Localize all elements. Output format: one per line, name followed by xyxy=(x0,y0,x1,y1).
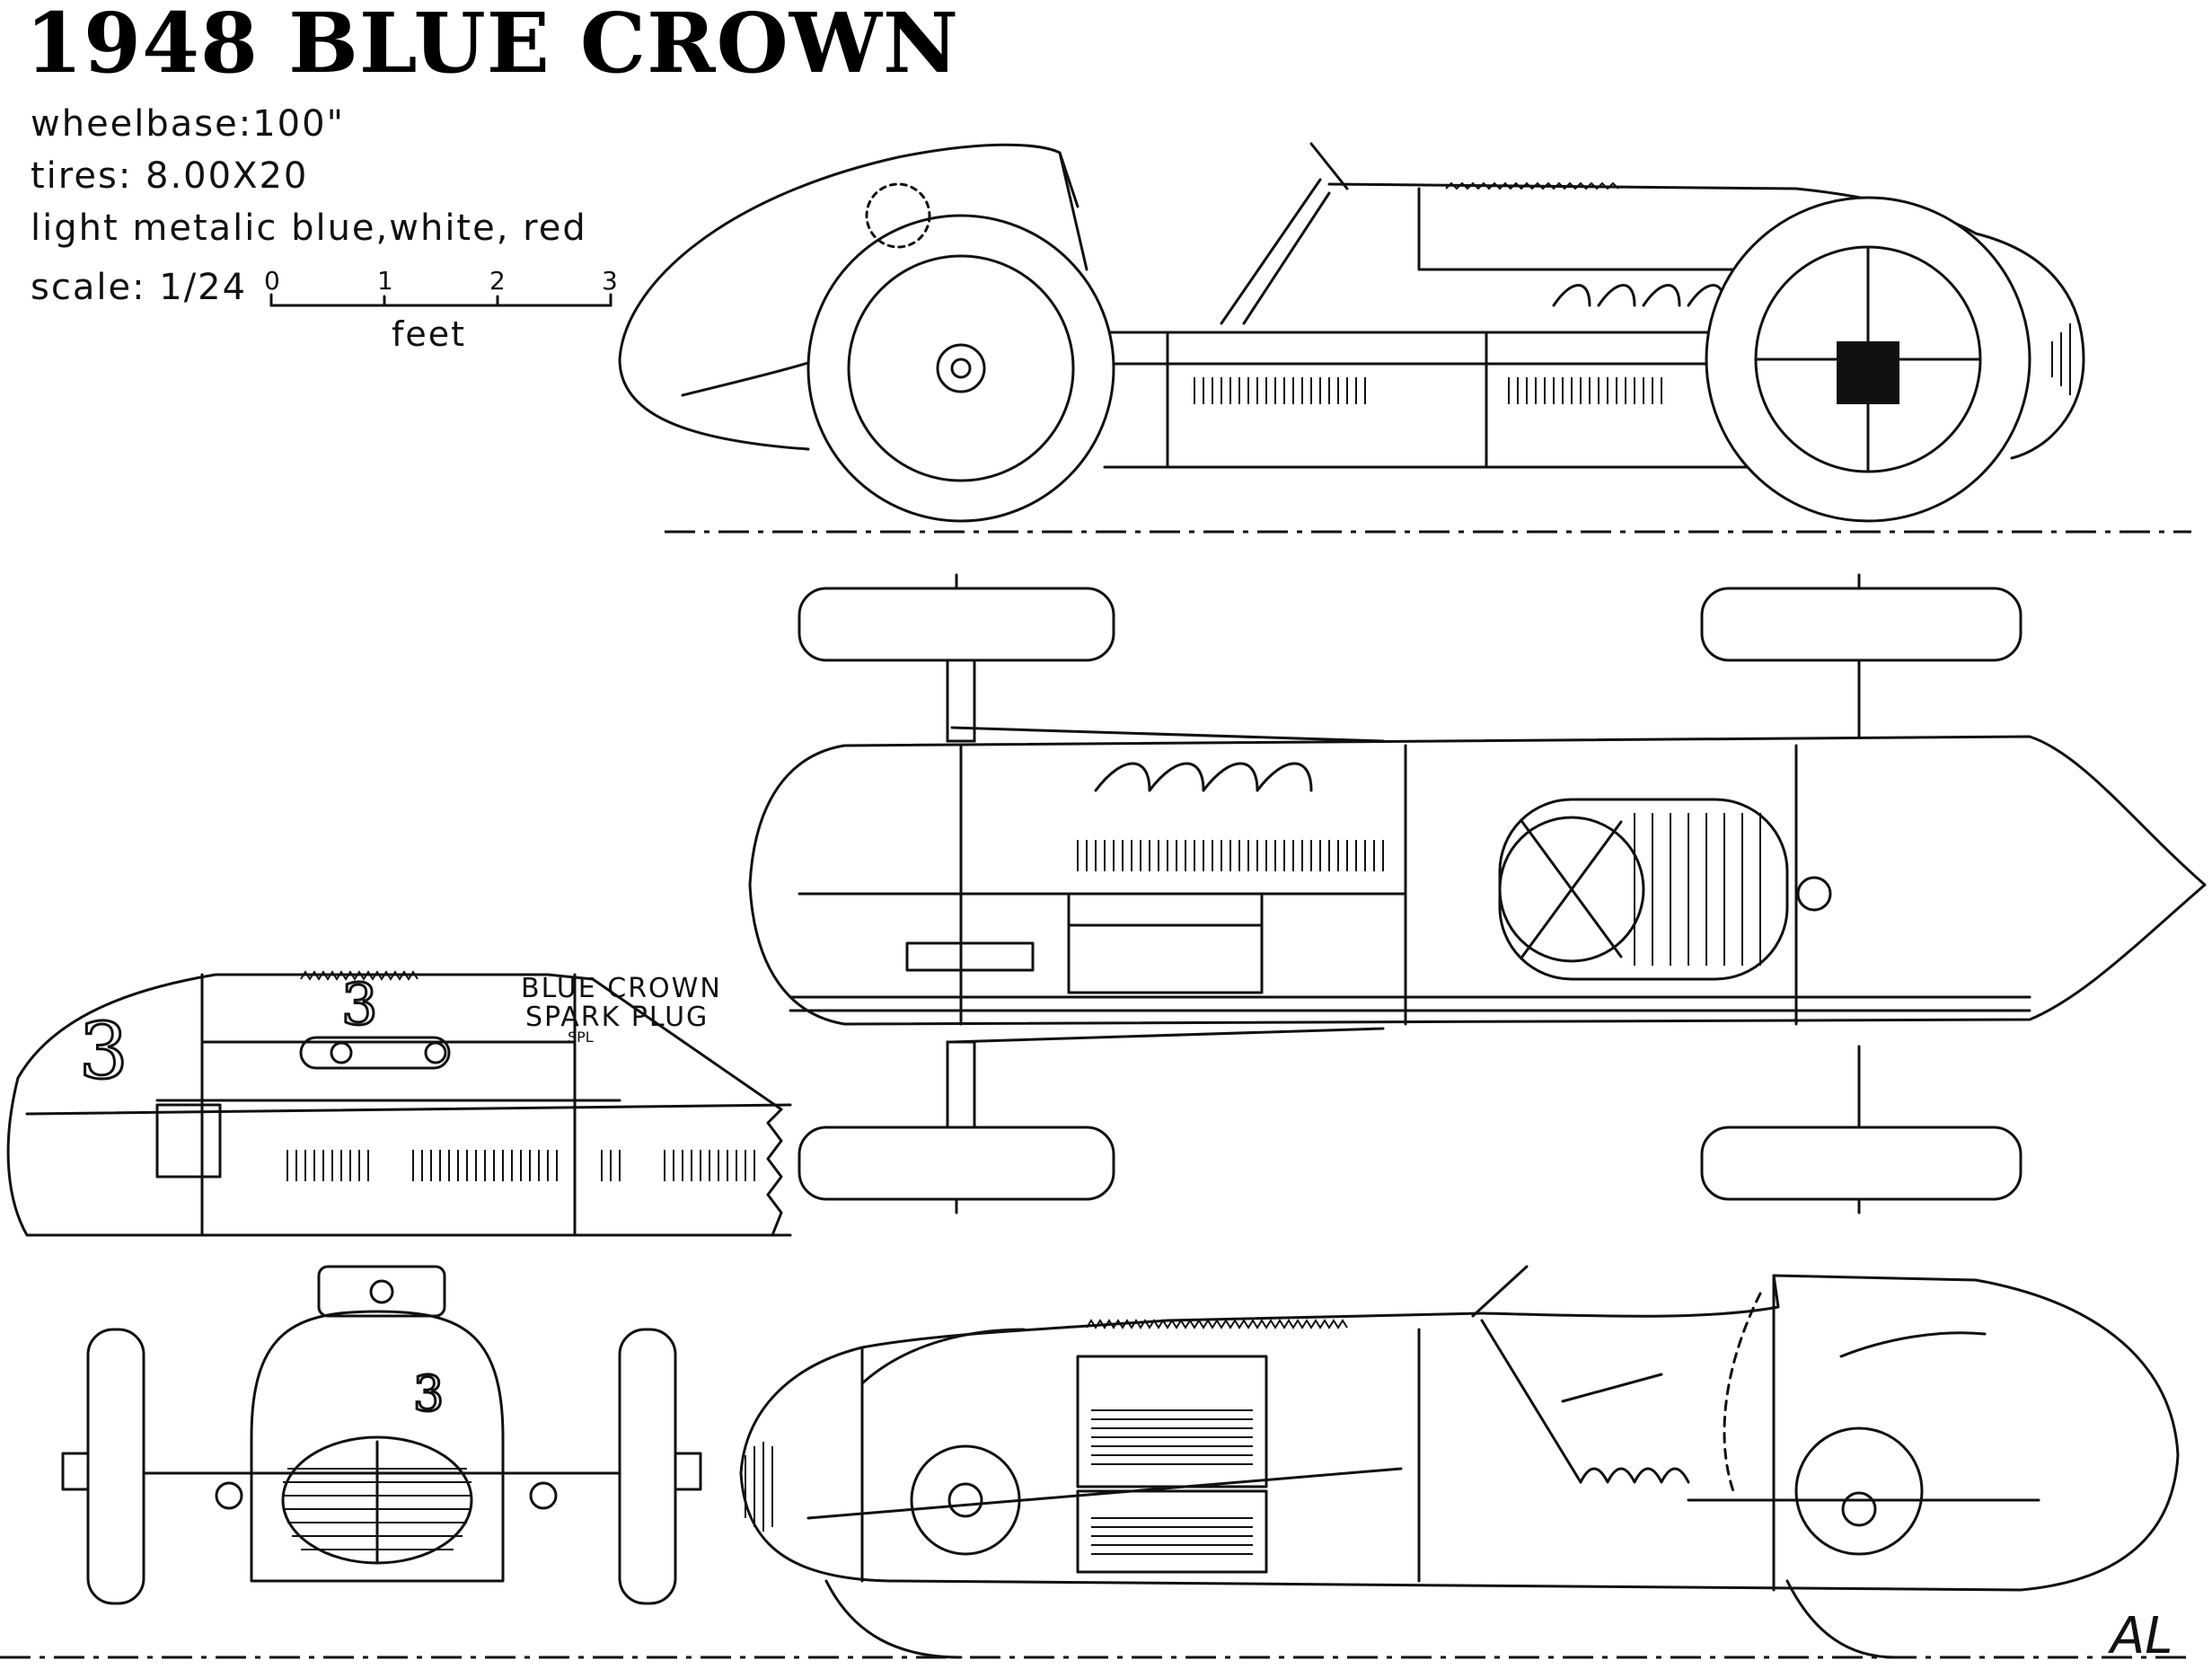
spec-tires: tires: 8.00X20 xyxy=(31,155,309,197)
spec-wheelbase: wheelbase:100" xyxy=(31,103,345,145)
artist-signature: AL xyxy=(2108,1607,2173,1665)
side-view-right xyxy=(618,142,2191,534)
spec-scale: scale: 1/24 xyxy=(31,267,248,308)
hood-text-line1: BLUE CROWN xyxy=(521,973,722,1004)
spec-colors: light metalic blue,white, red xyxy=(31,208,587,249)
scale-tick-2: 2 xyxy=(489,266,506,296)
front-view: 3 xyxy=(61,1265,702,1605)
scale-unit: feet xyxy=(392,314,467,354)
hood-detail-view: 3 3 BLUE CROWN SPARK PLUG SPL xyxy=(6,970,792,1237)
side-view-left-cutaway xyxy=(0,1265,2191,1659)
drawing-title: 1948 BLUE CROWN xyxy=(25,0,960,92)
scale-tick-3: 3 xyxy=(602,266,618,296)
hood-number-top: 3 xyxy=(341,972,378,1038)
top-view xyxy=(748,573,2207,1214)
hood-text-abbr: SPL xyxy=(568,1029,594,1046)
front-number: 3 xyxy=(413,1365,444,1422)
scale-tick-1: 1 xyxy=(377,266,393,296)
hood-text-line2: SPARK PLUG xyxy=(525,1002,709,1033)
scale-tick-0: 0 xyxy=(264,266,280,296)
scale-bar xyxy=(269,293,612,307)
hood-number-front: 3 xyxy=(79,1007,128,1097)
